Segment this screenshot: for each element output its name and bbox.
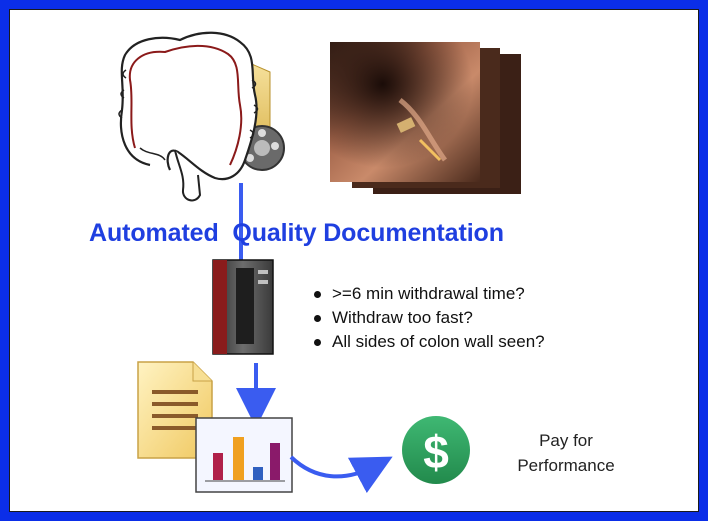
diagram-title: Automated Quality Documentation [89,219,504,247]
list-item: >=6 min withdrawal time? [312,282,545,306]
colon-illustration [118,31,259,202]
list-item-text: >=6 min withdrawal time? [332,284,525,303]
bullet-icon [314,291,321,298]
list-item-text: All sides of colon wall seen? [332,332,545,351]
bar-chart-report-icon [195,417,293,493]
bullet-icon [314,339,321,346]
pay-for-performance-label: Pay for Performance [496,428,636,478]
dollar-symbol: $ [423,426,449,478]
server-icon [212,259,274,355]
endoscopy-frames [330,42,521,194]
arrow-to-payment [289,455,393,494]
bullet-icon [314,315,321,322]
pay-label-line2: Performance [517,456,615,475]
document-icon [137,361,213,459]
dollar-icon: $ [402,416,470,484]
list-item: Withdraw too fast? [312,306,545,330]
list-item: All sides of colon wall seen? [312,330,545,354]
slide-inner-border [9,9,699,512]
quality-criteria-list: >=6 min withdrawal time? Withdraw too fa… [312,282,545,354]
pay-label-line1: Pay for [539,431,593,450]
list-item-text: Withdraw too fast? [332,308,473,327]
